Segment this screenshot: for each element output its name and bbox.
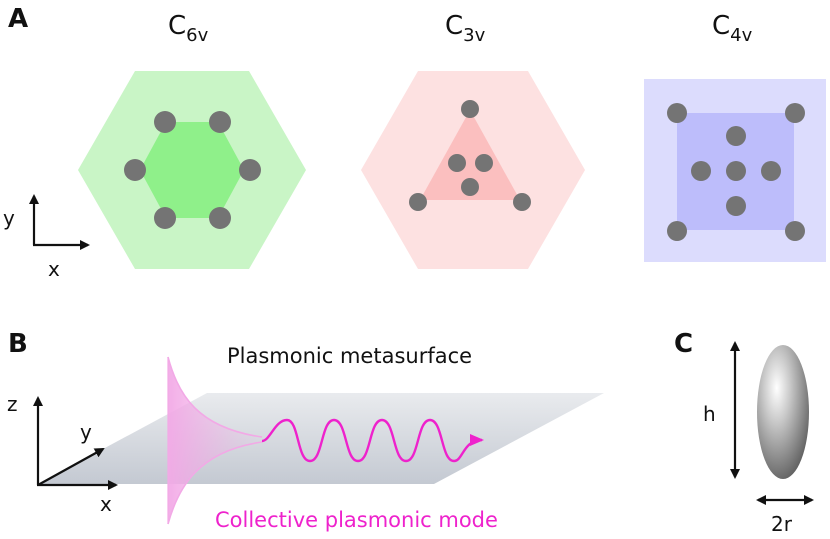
- panel-b: B Plasmonic metasurface Collective plasm…: [7, 329, 604, 532]
- collective-mode-label: Collective plasmonic mode: [215, 508, 498, 532]
- y-axis-label: y: [3, 206, 15, 230]
- metasurface-plane: [38, 393, 604, 484]
- particle: [667, 103, 687, 123]
- diameter-label: 2r: [771, 512, 793, 536]
- c3v-label: C3v: [445, 11, 486, 46]
- panel-c-letter: C: [674, 329, 693, 359]
- c6v-label: C6v: [168, 11, 209, 46]
- particle: [448, 154, 466, 172]
- particle: [154, 111, 176, 133]
- height-label: h: [703, 402, 716, 426]
- particle: [239, 159, 261, 181]
- xy-axes: y x: [3, 194, 90, 281]
- y-axis-arrow: [37, 448, 105, 486]
- particle: [475, 154, 493, 172]
- particle: [461, 100, 479, 118]
- x-axis-label: x: [100, 492, 112, 516]
- c4v-unit-cell: [644, 79, 826, 262]
- particle: [154, 207, 176, 229]
- field-decay-upper: [167, 356, 263, 438]
- particle: [726, 196, 746, 216]
- panel-a-letter: A: [8, 4, 28, 34]
- z-axis-label: z: [7, 392, 18, 416]
- particle: [785, 103, 805, 123]
- particle: [726, 126, 746, 146]
- particle: [513, 193, 531, 211]
- spheroid-particle: [757, 345, 809, 479]
- particle: [691, 161, 711, 181]
- particle: [461, 178, 479, 196]
- particle: [761, 161, 781, 181]
- panel-b-letter: B: [8, 329, 28, 359]
- particle: [209, 111, 231, 133]
- c6v-unit-cell: [78, 71, 306, 269]
- c3v-unit-cell: [361, 71, 585, 269]
- metasurface-title: Plasmonic metasurface: [227, 344, 472, 368]
- particle: [124, 159, 146, 181]
- particle: [726, 161, 746, 181]
- panel-c: C h 2r: [674, 329, 814, 536]
- c3v-inner-triangle: [420, 110, 520, 200]
- panel-a: A C6v C3v C4v: [3, 4, 826, 281]
- c4v-label: C4v: [712, 11, 753, 46]
- particle: [209, 207, 231, 229]
- particle: [785, 221, 805, 241]
- x-axis-label: x: [48, 257, 60, 281]
- xyz-axes: z y x: [7, 392, 118, 516]
- particle: [409, 193, 427, 211]
- y-axis-label: y: [80, 420, 92, 444]
- plasmon-wave: [261, 418, 484, 463]
- evanescent-field-profile: [168, 357, 262, 524]
- field-decay-lower: [167, 441, 263, 525]
- c6v-inner-hexagon: [140, 122, 244, 218]
- particle: [667, 221, 687, 241]
